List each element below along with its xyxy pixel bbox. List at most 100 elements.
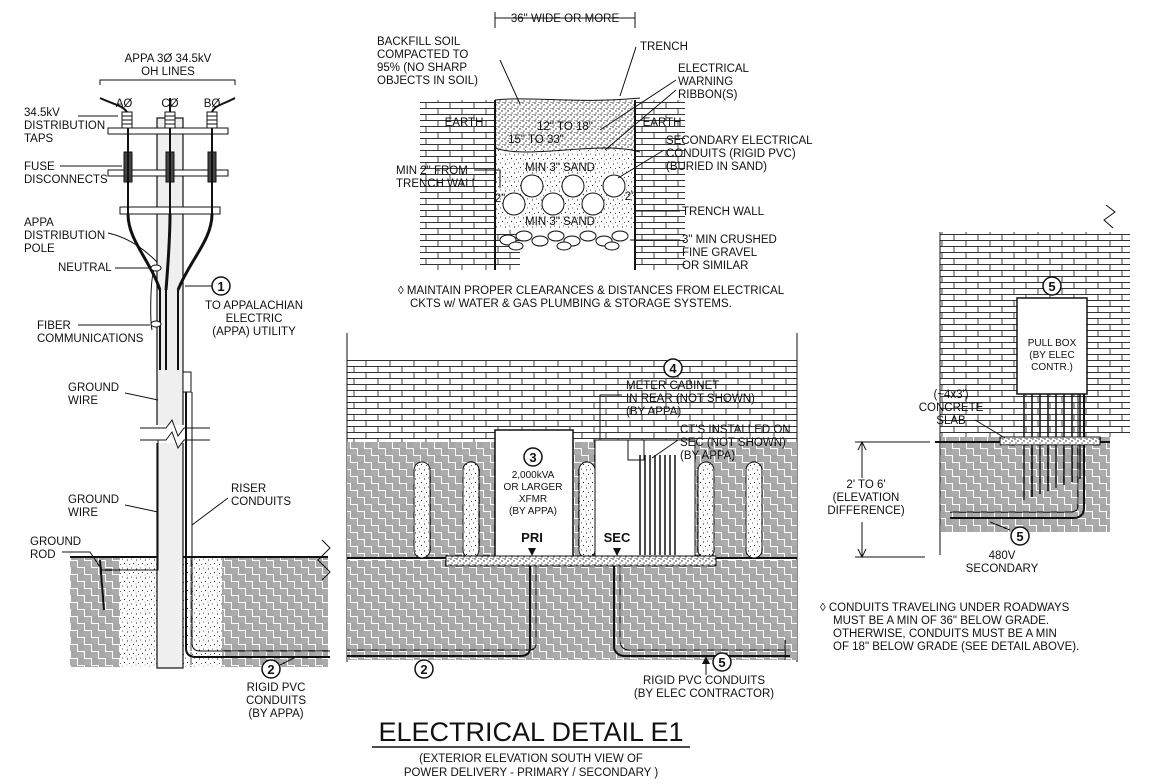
trench-walls: [494, 100, 636, 270]
ct-conduits: [639, 455, 676, 555]
xfmr-label-1: 2,000kVA: [512, 470, 555, 481]
primary-conduit: [347, 566, 531, 657]
riser-label-1: RISER: [231, 483, 266, 495]
tag-5a: 5: [1048, 279, 1055, 294]
crushed-gravel: [499, 230, 629, 251]
xfmr-pvc-label-2: (BY ELEC CONTRACTOR): [634, 688, 774, 700]
earth-right-label: EARTH: [643, 117, 682, 129]
equipment-pad: [445, 555, 717, 567]
dist-taps-label-1: 34.5kV: [24, 107, 60, 119]
trench-backfill: [495, 100, 635, 155]
slab-label-3: SLAB: [936, 415, 966, 427]
phase-b-label: BØ: [204, 98, 221, 110]
ribbon-label-3: RIBBON(S): [678, 89, 738, 101]
overhead-lines: [99, 97, 236, 113]
wall-min-label-2: TRENCH WALL: [396, 178, 479, 190]
tag-1: 1: [217, 279, 224, 294]
tag-5a-circle: [1042, 276, 1062, 296]
slab-label-2: CONCRETE: [919, 402, 984, 414]
tag-4: 4: [669, 361, 677, 376]
pole-detail: APPA 3Ø 34.5kV OH LINES AØ CØ BØ 34.5kV …: [24, 53, 331, 720]
drawing-subtitle-2: POWER DELIVERY - PRIMARY / SECONDARY ): [404, 767, 659, 779]
pole-pvc-label-1: RIGID PVC: [247, 682, 306, 694]
meter-label-1: METER CABINET: [626, 380, 719, 392]
roadway-note-2: MUST BE A MIN OF 36" BELOW GRADE.: [833, 615, 1049, 627]
tag-5c: 5: [1016, 529, 1023, 544]
sec-conduits-label-1: SECONDARY ELECTRICAL: [666, 135, 813, 147]
utility-label-3: (APPA) UTILITY: [212, 326, 296, 338]
trench-note-1: ◊ MAINTAIN PROPER CLEARANCES & DISTANCES…: [398, 285, 785, 297]
bollards: [413, 461, 763, 559]
gravel-label-1: 3" MIN CRUSHED: [682, 234, 777, 246]
secondary-label-2: SECONDARY: [966, 563, 1039, 575]
roadway-note-3: OTHERWISE, CONDUITS MUST BE A MIN: [833, 628, 1057, 640]
fuse-label-2: DISCONNECTS: [24, 174, 108, 186]
ct-label-3: (BY APPA): [680, 450, 735, 462]
fiber-label-2: COMMUNICATIONS: [37, 333, 144, 345]
sand-bottom-label: MIN 3" SAND: [525, 216, 595, 228]
pullbox-label-2: (BY ELEC: [1029, 350, 1074, 361]
depth-a-label: 12" TO 18": [537, 121, 593, 133]
tag-5b-circle: [712, 652, 732, 672]
two-inch-left: 2": [495, 193, 505, 205]
trench-wall-label: TRENCH WALL: [682, 206, 765, 218]
sec-label: SEC: [604, 530, 631, 545]
ribbon-label-1: ELECTRICAL: [678, 63, 750, 75]
tag-2b-circle: [414, 659, 434, 679]
backfill-label-3: 95% (NO SHARP: [377, 62, 467, 74]
phase-c-label: CØ: [161, 98, 178, 110]
dist-taps-label-3: TAPS: [24, 133, 54, 145]
ground-wire-lower-label-1: GROUND: [68, 494, 119, 506]
tag-4-circle: [663, 358, 683, 378]
tag-3: 3: [529, 450, 536, 465]
depth-b-label: 15" TO 33": [508, 134, 564, 146]
pole-pvc-label-3: (BY APPA): [248, 708, 303, 720]
phase-a-label: AØ: [116, 98, 133, 110]
meter-label-2: IN REAR (NOT SHOWN): [626, 393, 755, 405]
elevation-label-3: DIFFERENCE): [827, 505, 904, 517]
sand-top-label: MIN 3" SAND: [525, 162, 595, 174]
oh-lines-label-1: APPA 3Ø 34.5kV: [125, 53, 212, 65]
slab-label-1: (~4x3'): [933, 389, 968, 401]
grade-hatch-lower: [347, 560, 797, 660]
secondary-conduit: [613, 566, 790, 657]
trench-detail: 36" WIDE OR MORE TRENCH BACKFILL SOIL CO…: [377, 12, 813, 310]
trench-width-label: 36" WIDE OR MORE: [511, 13, 620, 25]
pole-label-1: APPA: [24, 217, 54, 229]
xfmr-label-4: (BY APPA): [509, 506, 557, 517]
tag-5b: 5: [718, 655, 725, 670]
pole-backfill-right: [192, 557, 222, 667]
backfill-label-2: COMPACTED TO: [377, 49, 468, 61]
building-wall: [347, 360, 797, 442]
ground-wire-lower-label-2: WIRE: [68, 507, 98, 519]
neutral-label: NEUTRAL: [58, 262, 112, 274]
secondary-conduits: [502, 174, 626, 216]
elevation-label-2: (ELEVATION: [833, 492, 900, 504]
riser-label-2: CONDUITS: [231, 496, 291, 508]
pole-label-2: DISTRIBUTION: [24, 230, 105, 242]
ground-wire-upper-label-1: GROUND: [68, 382, 119, 394]
gravel-label-3: OR SIMILAR: [682, 260, 748, 272]
insulators-top: [121, 111, 218, 129]
secondary-label-1: 480V: [989, 550, 1016, 562]
ct-label-1: CT'S INSTALLED ON: [680, 424, 791, 436]
concrete-slab: [999, 436, 1101, 446]
ground-rod-label-2: ROD: [30, 549, 56, 561]
dist-taps-label-2: DISTRIBUTION: [24, 120, 105, 132]
earth-left-label: EARTH: [445, 117, 484, 129]
ct-label-2: SEC (NOT SHOWN): [680, 437, 786, 449]
trench-label: TRENCH: [640, 41, 688, 53]
elevation-label-1: 2' TO 6': [846, 479, 885, 491]
drawing-title: ELECTRICAL DETAIL E1: [378, 717, 683, 747]
gravel-label-2: FINE GRAVEL: [682, 247, 758, 259]
fuse-label-1: FUSE: [24, 161, 55, 173]
trench-note-2: CKTS w/ WATER & GAS PLUMBING & STORAGE S…: [410, 298, 732, 310]
tag-2a: 2: [267, 662, 274, 677]
tag-2b: 2: [420, 662, 427, 677]
pullbox-label-3: CONTR.): [1031, 362, 1073, 373]
pullbox-label-1: PULL BOX: [1028, 338, 1077, 349]
roadway-note-1: ◊ CONDUITS TRAVELING UNDER ROADWAYS: [820, 602, 1070, 614]
ribbon-label-2: WARNING: [678, 76, 733, 88]
